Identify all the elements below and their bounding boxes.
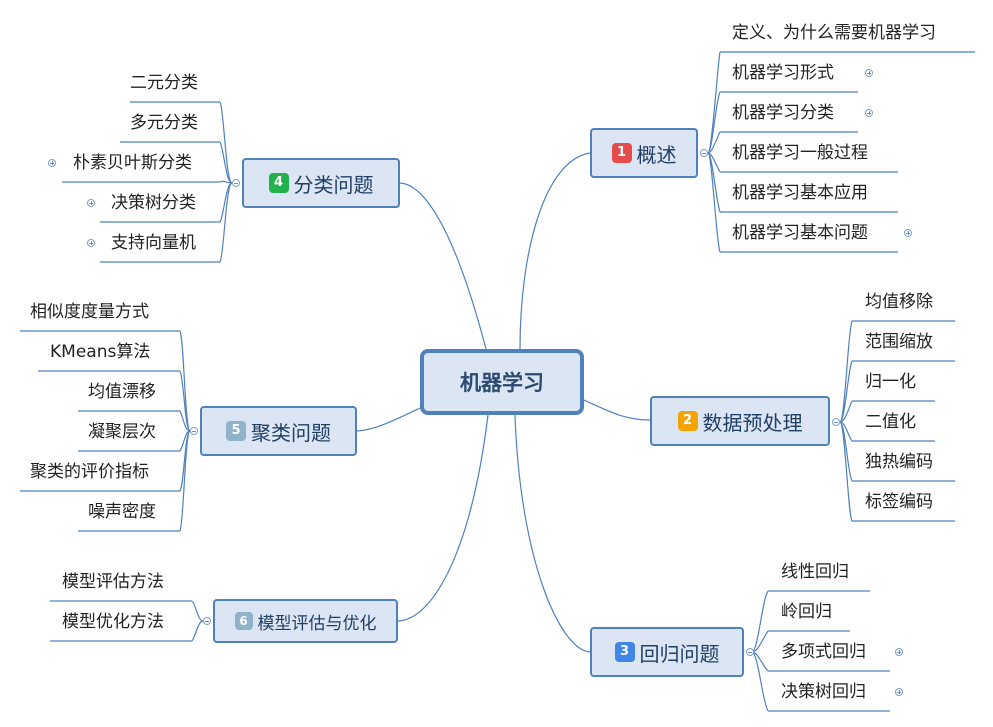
expand-icon[interactable]	[87, 239, 95, 247]
subtopic-item[interactable]: 凝聚层次	[88, 422, 156, 442]
subtopic-item[interactable]: 机器学习一般过程	[732, 143, 868, 163]
topic-evaluation[interactable]: 6 模型评估与优化	[213, 599, 398, 643]
subtopic-item[interactable]: 聚类的评价指标	[30, 462, 149, 482]
subtopic-item[interactable]: 岭回归	[781, 602, 832, 622]
collapse-icon[interactable]	[746, 648, 754, 656]
expand-icon[interactable]	[48, 159, 56, 167]
subtopic-item[interactable]: 机器学习分类	[732, 103, 834, 123]
subtopic-item[interactable]: 均值移除	[865, 292, 933, 312]
subtopic-item[interactable]: 线性回归	[781, 562, 849, 582]
subtopic-item[interactable]: 范围缩放	[865, 332, 933, 352]
subtopic-item[interactable]: 二值化	[865, 412, 916, 432]
topic-overview[interactable]: 1 概述	[590, 128, 698, 178]
expand-icon[interactable]	[904, 229, 912, 237]
subtopic-item[interactable]: 支持向量机	[111, 233, 196, 253]
topic-number-badge: 3	[614, 642, 635, 662]
topic-number-badge: 2	[677, 411, 698, 431]
subtopic-item[interactable]: 朴素贝叶斯分类	[73, 153, 192, 173]
subtopic-item[interactable]: 噪声密度	[88, 502, 156, 522]
subtopic-item[interactable]: 标签编码	[865, 492, 933, 512]
subtopic-item[interactable]: 机器学习形式	[732, 63, 834, 83]
expand-icon[interactable]	[895, 688, 903, 696]
topic-regression[interactable]: 3 回归问题	[590, 627, 744, 677]
topic-number-badge: 5	[226, 421, 246, 441]
topic-number-badge: 4	[268, 173, 289, 193]
collapse-icon[interactable]	[190, 427, 198, 435]
topic-label: 模型评估与优化	[257, 613, 377, 634]
expand-icon[interactable]	[865, 69, 873, 77]
subtopic-item[interactable]: 机器学习基本问题	[732, 223, 868, 243]
subtopic-item[interactable]: 二元分类	[130, 73, 198, 93]
topic-classification[interactable]: 4 分类问题	[242, 158, 400, 208]
subtopic-item[interactable]: 决策树分类	[111, 193, 196, 213]
expand-icon[interactable]	[865, 109, 873, 117]
central-topic-label: 机器学习	[460, 371, 544, 395]
topic-number-badge: 6	[234, 612, 253, 630]
subtopic-item[interactable]: 决策树回归	[781, 682, 866, 702]
topic-label: 分类问题	[293, 172, 374, 197]
topic-label: 回归问题	[639, 641, 720, 666]
collapse-icon[interactable]	[832, 418, 840, 426]
subtopic-item[interactable]: 模型优化方法	[62, 612, 164, 632]
subtopic-item[interactable]: 相似度度量方式	[30, 302, 149, 322]
topic-label: 概述	[636, 142, 677, 167]
subtopic-item[interactable]: 定义、为什么需要机器学习	[732, 23, 936, 43]
topic-label: 聚类问题	[251, 420, 331, 445]
subtopic-item[interactable]: 多项式回归	[781, 642, 866, 662]
topic-label: 数据预处理	[702, 410, 803, 435]
central-topic[interactable]: 机器学习	[420, 349, 584, 415]
subtopic-item[interactable]: 归一化	[865, 372, 916, 392]
subtopic-item[interactable]: 模型评估方法	[62, 572, 164, 592]
expand-icon[interactable]	[895, 648, 903, 656]
subtopic-item[interactable]: 多元分类	[130, 113, 198, 133]
subtopic-item[interactable]: KMeans算法	[50, 342, 151, 362]
subtopic-item[interactable]: 独热编码	[865, 452, 933, 472]
collapse-icon[interactable]	[232, 179, 240, 187]
expand-icon[interactable]	[87, 199, 95, 207]
collapse-icon[interactable]	[203, 617, 211, 625]
collapse-icon[interactable]	[700, 149, 708, 157]
topic-number-badge: 1	[611, 143, 632, 163]
topic-clustering[interactable]: 5 聚类问题	[200, 406, 357, 456]
subtopic-item[interactable]: 机器学习基本应用	[732, 183, 868, 203]
subtopic-item[interactable]: 均值漂移	[88, 382, 156, 402]
topic-preprocess[interactable]: 2 数据预处理	[650, 396, 830, 446]
